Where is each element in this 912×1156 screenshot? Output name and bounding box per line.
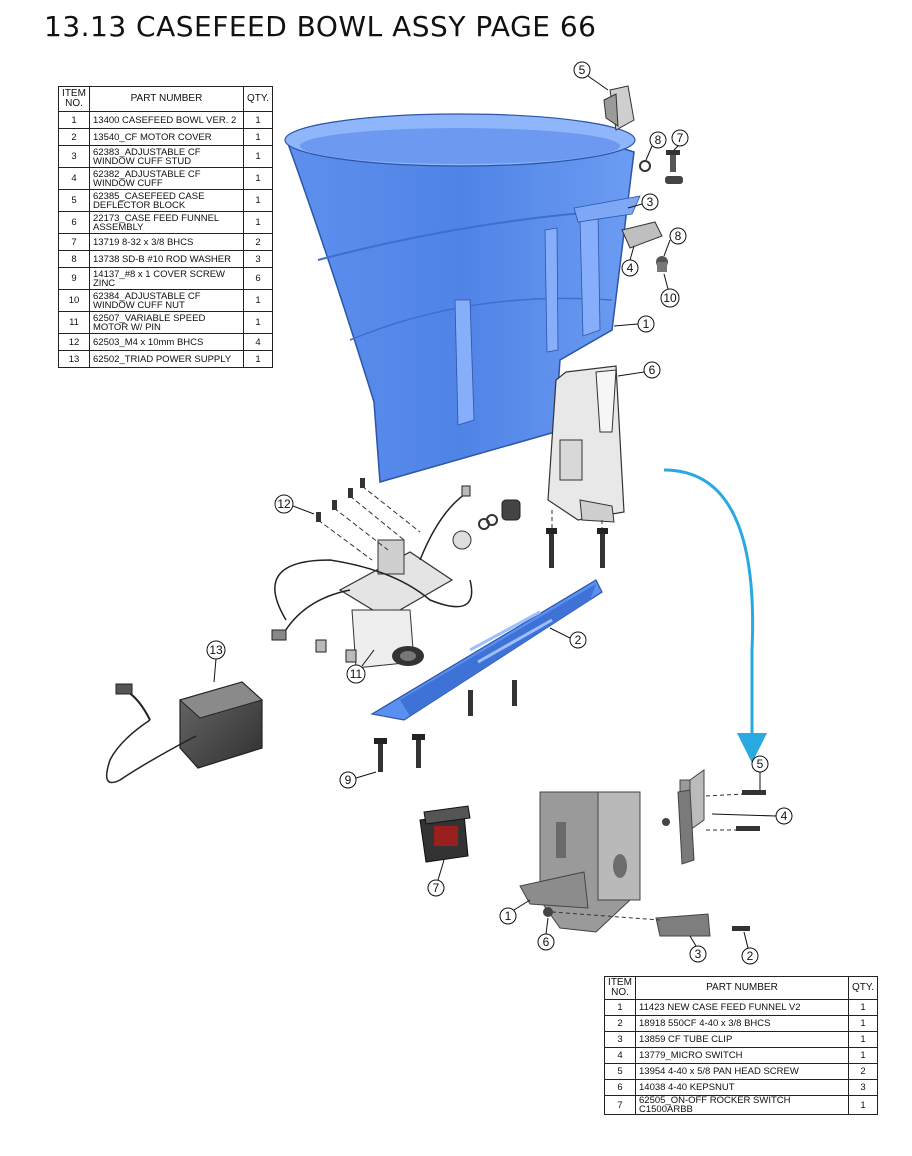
item-no: 7: [604, 1095, 636, 1115]
svg-text:8: 8: [675, 229, 682, 243]
qty: 1: [242, 311, 274, 334]
callout-3: 3: [689, 935, 707, 963]
svg-text:2: 2: [575, 633, 582, 647]
rocker-switch: [419, 805, 471, 863]
callout-3: 3: [627, 193, 659, 211]
svg-text:2: 2: [747, 949, 754, 963]
header-item-no: ITEM NO.: [58, 86, 90, 112]
detail-connector-arrow: [663, 468, 767, 763]
part-number: 62505_ON-OFF ROCKER SWITCH C1500ARBB: [635, 1095, 849, 1115]
svg-text:1: 1: [505, 909, 512, 923]
callout-10: 10: [660, 273, 680, 308]
page-title: 13.13 CASEFEED BOWL ASSY PAGE 66: [44, 10, 597, 43]
header-qty: QTY.: [847, 976, 879, 1000]
callout-9: 9: [339, 771, 377, 789]
svg-text:3: 3: [647, 195, 654, 209]
callout-1: 1: [613, 315, 655, 333]
svg-text:13: 13: [209, 643, 223, 657]
svg-text:11: 11: [350, 667, 363, 681]
item-no: 12: [58, 333, 90, 351]
callout-5: 5: [573, 61, 609, 91]
callout-4: 4: [711, 807, 793, 825]
bom-header-row: ITEM NO. PART NUMBER QTY.: [58, 86, 274, 112]
svg-text:5: 5: [757, 757, 764, 771]
svg-text:6: 6: [649, 363, 656, 377]
funnel-detail: [519, 769, 766, 937]
svg-text:1: 1: [643, 317, 650, 331]
part-number: 62502_TRIAD POWER SUPPLY: [89, 350, 244, 368]
svg-text:7: 7: [433, 881, 440, 895]
svg-text:8: 8: [655, 133, 662, 147]
svg-text:9: 9: [345, 773, 352, 787]
funnel-assembly: [546, 365, 625, 568]
svg-text:4: 4: [627, 261, 634, 275]
cover-screws: [374, 734, 425, 772]
callout-7: 7: [671, 129, 689, 151]
callout-7: 7: [427, 859, 445, 897]
callout-6: 6: [617, 361, 661, 379]
svg-text:7: 7: [677, 131, 684, 145]
callout-8: 8: [663, 227, 687, 257]
callout-12: 12: [274, 494, 315, 515]
casefeed-bowl: [284, 113, 641, 483]
callout-5: 5: [751, 755, 769, 790]
svg-text:10: 10: [663, 291, 677, 305]
qty: 1: [242, 111, 274, 129]
callouts-funnel: 5 4 7 1 6 3 2: [427, 755, 793, 965]
svg-text:4: 4: [781, 809, 788, 823]
callout-11: 11: [346, 649, 375, 684]
callout-8-top: 8: [645, 131, 667, 161]
qty: 1: [847, 1095, 879, 1115]
screw-parts: [621, 150, 683, 272]
motor-cover: [370, 579, 603, 721]
callout-4: 4: [621, 245, 639, 277]
qty: 1: [242, 350, 274, 368]
callout-6: 6: [537, 917, 555, 951]
power-supply: [105, 681, 264, 784]
motor-screws: [316, 478, 421, 561]
svg-text:6: 6: [543, 935, 550, 949]
svg-text:5: 5: [579, 63, 586, 77]
motor-assembly: [271, 478, 521, 669]
item-no: 13: [58, 350, 90, 368]
deflector-block: [603, 85, 635, 131]
svg-text:3: 3: [695, 947, 702, 961]
svg-text:12: 12: [277, 497, 291, 511]
item-no: 8: [58, 250, 90, 268]
callout-13: 13: [206, 640, 226, 683]
qty: 1: [847, 1047, 879, 1064]
callouts-main: 5 8 7 3 8 4 10 1 6 12 2 13 11 9: [206, 61, 689, 789]
callout-2: 2: [549, 627, 587, 649]
callout-1: 1: [499, 899, 531, 925]
callout-2: 2: [741, 931, 759, 965]
header-part-number: PART NUMBER: [89, 86, 244, 112]
